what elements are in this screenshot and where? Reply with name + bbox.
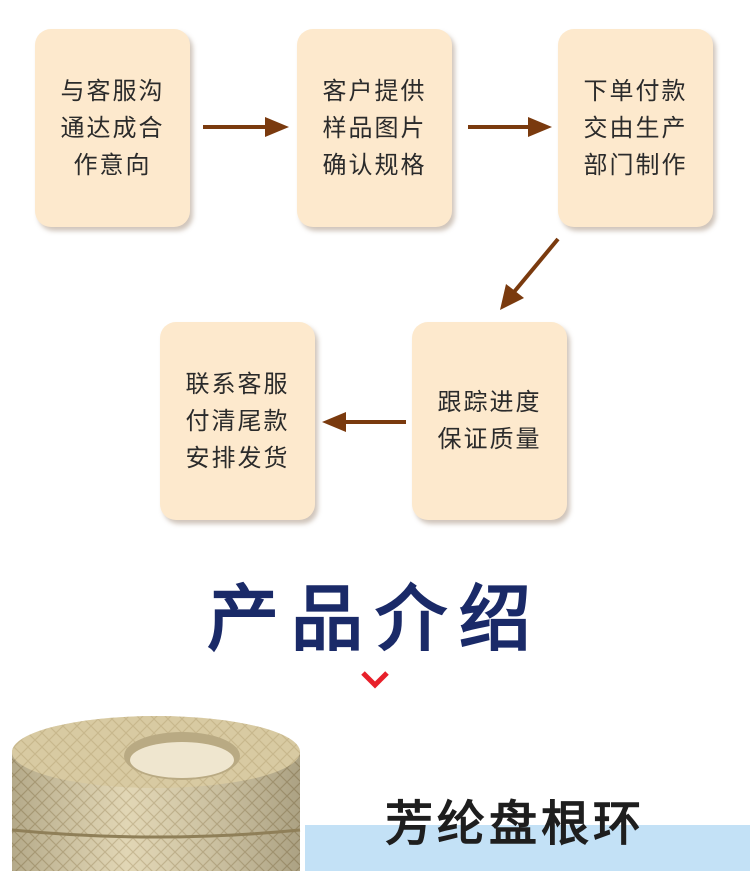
step-5-line-1: 联系客服 xyxy=(185,369,290,398)
step-2-line-3: 确认规格 xyxy=(322,150,427,179)
step-1-line-2: 通达成合 xyxy=(60,113,165,142)
packing-ring-image xyxy=(11,716,301,871)
arrow-right-icon xyxy=(468,117,552,137)
section-title: 产品介绍 xyxy=(206,577,543,661)
flow-step-4: 跟踪进度 保证质量 xyxy=(412,322,567,520)
arrow-left-icon xyxy=(322,412,406,432)
step-2-line-1: 客户提供 xyxy=(322,76,427,105)
step-3-line-3: 部门制作 xyxy=(583,150,688,179)
arrow-right-icon xyxy=(203,117,289,137)
arrow-down-left-icon xyxy=(500,237,560,310)
step-3-line-2: 交由生产 xyxy=(583,113,688,142)
flow-step-3: 下单付款 交由生产 部门制作 xyxy=(558,29,713,227)
step-4-line-2: 保证质量 xyxy=(437,425,542,453)
step-2-line-2: 样品图片 xyxy=(322,113,427,142)
step-4-line-1: 跟踪进度 xyxy=(437,388,542,416)
step-3-line-1: 下单付款 xyxy=(583,76,688,105)
chevron-down-icon xyxy=(361,671,389,689)
flow-step-5: 联系客服 付清尾款 安排发货 xyxy=(160,322,315,520)
product-name: 芳纶盘根环 xyxy=(385,796,646,852)
step-1-line-3: 作意向 xyxy=(73,150,152,179)
step-5-line-2: 付清尾款 xyxy=(185,406,290,435)
step-5-line-3: 安排发货 xyxy=(185,443,290,472)
flow-step-1: 与客服沟 通达成合 作意向 xyxy=(35,29,190,227)
step-1-line-1: 与客服沟 xyxy=(60,76,165,105)
product-name-band xyxy=(305,825,750,871)
flow-step-2: 客户提供 样品图片 确认规格 xyxy=(297,29,452,227)
